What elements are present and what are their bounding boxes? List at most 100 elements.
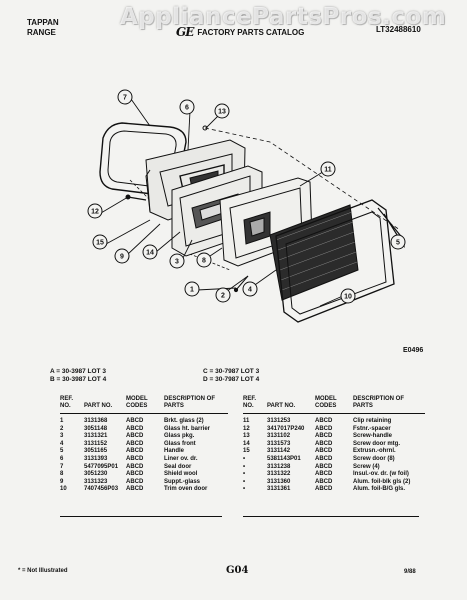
description-cell: Screw (4) bbox=[353, 463, 380, 470]
description-cell: Extrusn.-ohrnl. bbox=[353, 448, 396, 455]
lot-b: B = 30-3987 LOT 4 bbox=[50, 376, 107, 383]
ref-cell: • bbox=[243, 478, 246, 485]
ref-cell: 1 bbox=[60, 418, 64, 424]
page-number: G04 bbox=[226, 565, 249, 576]
model-codes-cell: ABCD bbox=[126, 418, 144, 424]
catalog-title-text: FACTORY PARTS CATALOG bbox=[197, 27, 305, 37]
description-cell: Fstnr.-spacer bbox=[353, 425, 391, 432]
model-codes-cell: ABCD bbox=[126, 471, 144, 478]
ref-cell: 3 bbox=[60, 433, 64, 440]
svg-text:2: 2 bbox=[221, 293, 225, 300]
model-codes-cell: ABCD bbox=[315, 471, 333, 478]
part-number-cell: 3131323 bbox=[84, 478, 108, 485]
lot-legend-right: C = 30-7987 LOT 3 D = 30-7987 LOT 4 bbox=[203, 368, 259, 384]
part-number-cell: 7407456P03 bbox=[84, 486, 119, 493]
model-codes-cell: ABCD bbox=[315, 448, 333, 455]
ref-cell: 11 bbox=[243, 418, 250, 424]
svg-text:15: 15 bbox=[96, 240, 104, 247]
brand-label: TAPPAN RANGE bbox=[27, 18, 59, 38]
col-desc: DESCRIPTION OF PARTS bbox=[164, 396, 228, 414]
model-codes-cell: ABCD bbox=[315, 486, 333, 493]
svg-text:9: 9 bbox=[120, 254, 124, 261]
callout-1: 1 bbox=[184, 281, 200, 297]
svg-text:1: 1 bbox=[190, 287, 194, 294]
ref-cell: • bbox=[243, 486, 246, 493]
ref-cell: 13 bbox=[243, 433, 250, 440]
ref-cell: 9 bbox=[60, 478, 64, 485]
description-cell: Alum. foil-B/G gls. bbox=[353, 486, 405, 493]
part-number-cell: 3131361 bbox=[267, 486, 291, 493]
ref-cell: 2 bbox=[60, 425, 64, 432]
model-codes-cell: ABCD bbox=[126, 433, 144, 440]
ref-cell: 4 bbox=[60, 440, 64, 447]
parts-table-right: REF. NO. PART NO. MODEL CODES DESCRIPTIO… bbox=[243, 396, 425, 494]
callout-5: 5 bbox=[390, 234, 406, 250]
ref-cell: 10 bbox=[60, 486, 67, 493]
part-number-cell: 3131393 bbox=[84, 455, 108, 462]
catalog-date: 9/88 bbox=[404, 569, 416, 575]
ref-cell: 8 bbox=[60, 471, 64, 478]
table-row: 12 3417017P240 ABCD Fstnr.-spacer bbox=[243, 426, 425, 434]
part-number-cell: 3131152 bbox=[84, 440, 108, 447]
catalog-title: GE FACTORY PARTS CATALOG bbox=[176, 25, 304, 39]
svg-text:11: 11 bbox=[324, 167, 332, 174]
description-cell: Liner ov. dr. bbox=[164, 455, 198, 462]
ref-cell: 12 bbox=[243, 425, 250, 432]
description-cell: Alum. foil-blk gls (2) bbox=[353, 478, 411, 485]
description-cell: Shield wool bbox=[164, 471, 198, 478]
col-model: MODEL CODES bbox=[126, 396, 164, 414]
ref-cell: • bbox=[243, 471, 246, 478]
col-ref: REF. NO. bbox=[60, 396, 84, 414]
ref-cell: 5 bbox=[60, 448, 64, 455]
model-codes-cell: ABCD bbox=[315, 440, 333, 447]
model-codes-cell: ABCD bbox=[126, 478, 144, 485]
callout-10: 10 bbox=[340, 288, 356, 304]
callout-11: 11 bbox=[320, 161, 336, 177]
watermark-text: AppliancePartsPros.com bbox=[120, 4, 447, 30]
callout-4: 4 bbox=[242, 281, 258, 297]
col-part: PART NO. bbox=[267, 396, 315, 414]
col-part: PART NO. bbox=[84, 396, 126, 414]
lot-d: D = 30-7987 LOT 4 bbox=[203, 376, 260, 383]
description-cell: Insul.-ov. dr. (w foil) bbox=[353, 471, 409, 478]
description-cell: Brkt. glass (2) bbox=[164, 418, 204, 424]
table-rule-right bbox=[243, 516, 419, 517]
callout-12: 12 bbox=[87, 203, 103, 219]
svg-text:14: 14 bbox=[146, 250, 154, 257]
model-codes-cell: ABCD bbox=[315, 425, 333, 432]
lot-legend-left: A = 30-3987 LOT 3 B = 30-3987 LOT 4 bbox=[50, 368, 106, 384]
table-row: • 3131361 ABCD Alum. foil-B/G gls. bbox=[243, 486, 425, 494]
part-number-cell: 3131253 bbox=[267, 418, 291, 424]
description-cell: Screw door (8) bbox=[353, 455, 395, 462]
ref-cell: • bbox=[243, 463, 246, 470]
model-codes-cell: ABCD bbox=[126, 463, 144, 470]
table-row: • 3131360 ABCD Alum. foil-blk gls (2) bbox=[243, 479, 425, 487]
description-cell: Handle bbox=[164, 448, 185, 455]
part-number-cell: 3051148 bbox=[84, 425, 108, 432]
part-number-cell: 3131321 bbox=[84, 433, 108, 440]
ref-cell: 14 bbox=[243, 440, 250, 447]
model-codes-cell: ABCD bbox=[126, 440, 144, 447]
model-codes-cell: ABCD bbox=[126, 448, 144, 455]
figure-code: E0496 bbox=[403, 347, 424, 354]
model-codes-cell: ABCD bbox=[315, 478, 333, 485]
callout-14: 14 bbox=[142, 244, 158, 260]
not-illustrated-note: * = Not Illustrated bbox=[18, 568, 68, 574]
description-cell: Screw door mtg. bbox=[353, 440, 401, 447]
callout-9: 9 bbox=[114, 248, 130, 264]
callout-8: 8 bbox=[196, 252, 212, 268]
part-number-cell: 3131360 bbox=[267, 478, 291, 485]
svg-text:8: 8 bbox=[202, 258, 206, 265]
part-number-cell: 3417017P240 bbox=[267, 425, 305, 432]
table-rule-left bbox=[60, 516, 222, 517]
